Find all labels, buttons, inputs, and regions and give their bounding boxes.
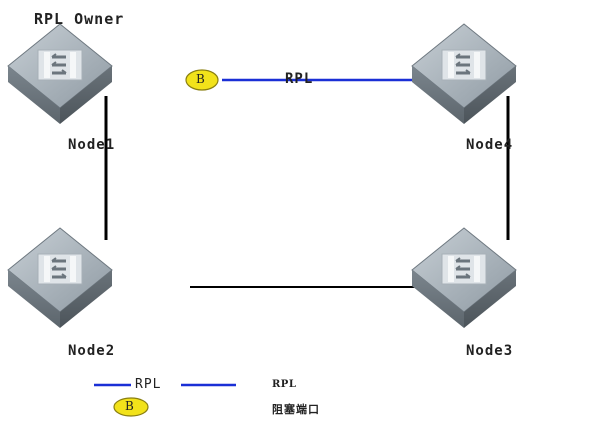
- legend-rpl-line-label: RPL: [135, 377, 162, 392]
- node4-switch-icon: [410, 22, 518, 126]
- legend-blocked-desc: 阻塞端口: [272, 403, 320, 416]
- node3-label: Node3: [466, 343, 514, 359]
- rpl-link-label: RPL: [285, 71, 314, 87]
- node1-label: Node1: [68, 137, 116, 153]
- blocked-port-marker: [185, 69, 219, 91]
- node2-label: Node2: [68, 343, 116, 359]
- node4-label: Node4: [466, 137, 514, 153]
- legend-blocked-marker: [113, 397, 149, 417]
- node1-switch-icon: [6, 22, 114, 126]
- legend-blocked-letter: B: [125, 399, 135, 413]
- node3-switch-icon: [410, 226, 518, 330]
- blocked-port-letter: B: [196, 72, 206, 86]
- legend-rpl-desc: RPL: [272, 379, 297, 390]
- node2-switch-icon: [6, 226, 114, 330]
- rpl-owner-label: RPL Owner: [34, 10, 125, 28]
